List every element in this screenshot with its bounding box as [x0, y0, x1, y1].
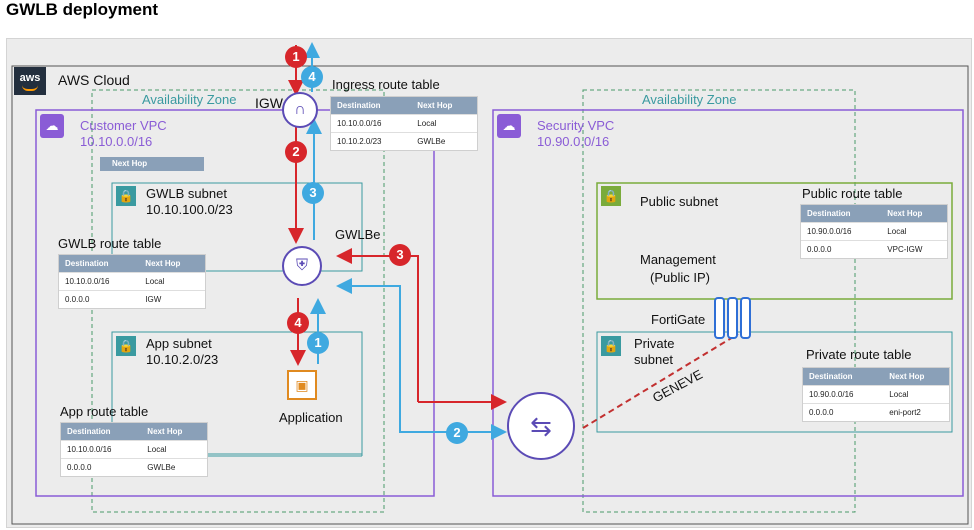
vpc-icon: ☁ [40, 114, 64, 138]
lock-icon: 🔒 [601, 186, 621, 206]
availability-zone-right-label: Availability Zone [642, 92, 737, 107]
gateway-load-balancer-icon: ⇆ [507, 392, 575, 460]
step-badge-red-4: 4 [287, 312, 309, 334]
private-route-table-title: Private route table [806, 347, 912, 362]
application-label: Application [279, 410, 343, 425]
step-badge-blue-4: 4 [301, 66, 323, 88]
gwlb-subnet-name: GWLB subnet [146, 186, 227, 201]
customer-vpc-boundary [35, 109, 435, 497]
step-badge-red-2: 2 [285, 141, 307, 163]
vpc-icon: ☁ [497, 114, 521, 138]
security-vpc-name: Security VPC [537, 118, 615, 133]
lock-icon: 🔒 [116, 336, 136, 356]
customer-vpc-name: Customer VPC [80, 118, 167, 133]
igw-label: IGW [255, 95, 283, 111]
customer-vpc-cidr: 10.10.0.0/16 [80, 134, 153, 149]
management-ip-label: (Public IP) [650, 270, 710, 285]
fortigate-label: FortiGate [651, 312, 706, 327]
step-badge-red-3: 3 [389, 244, 411, 266]
lock-icon: 🔒 [601, 336, 621, 356]
app-route-table-title: App route table [60, 404, 149, 419]
public-subnet-name: Public subnet [640, 194, 719, 209]
availability-zone-right [582, 89, 856, 513]
step-badge-blue-2: 2 [446, 422, 468, 444]
step-badge-red-1: 1 [285, 46, 307, 68]
diagram-title: GWLB deployment [6, 0, 159, 19]
fortigate-icon [712, 297, 752, 339]
app-subnet-name: App subnet [146, 336, 212, 351]
private-subnet-boundary [596, 331, 953, 433]
private-subnet-name-2: subnet [634, 352, 674, 367]
gwlb-subnet-cidr: 10.10.100.0/23 [146, 202, 233, 217]
gwlbe-label: GWLBe [335, 227, 381, 242]
security-vpc-cidr: 10.90.0.0/16 [537, 134, 610, 149]
lock-icon: 🔒 [116, 186, 136, 206]
next-hop-header: Next Hop [100, 157, 204, 171]
aws-cloud-label: AWS Cloud [58, 72, 130, 88]
gwlb-route-table-title: GWLB route table [58, 236, 162, 251]
step-badge-blue-3: 3 [302, 182, 324, 204]
gwlb-subnet-boundary [111, 182, 363, 272]
security-vpc-boundary [492, 109, 964, 497]
app-subnet-boundary [111, 331, 363, 455]
app-subnet-cidr: 10.10.2.0/23 [146, 352, 219, 367]
step-badge-blue-1: 1 [307, 332, 329, 354]
public-subnet-boundary [596, 182, 953, 300]
internet-gateway-icon: ∩ [282, 92, 318, 128]
public-route-table-title: Public route table [802, 186, 903, 201]
aws-logo: aws [14, 67, 46, 95]
ingress-route-table-title: Ingress route table [332, 77, 440, 92]
application-chip-icon: ▣ [287, 370, 317, 400]
gwlb-endpoint-icon: ⛨ [282, 246, 322, 286]
management-label: Management [640, 252, 716, 267]
availability-zone-left-label: Availability Zone [142, 92, 237, 107]
private-subnet-name: Private [634, 336, 675, 351]
aws-cloud-boundary [11, 65, 969, 525]
